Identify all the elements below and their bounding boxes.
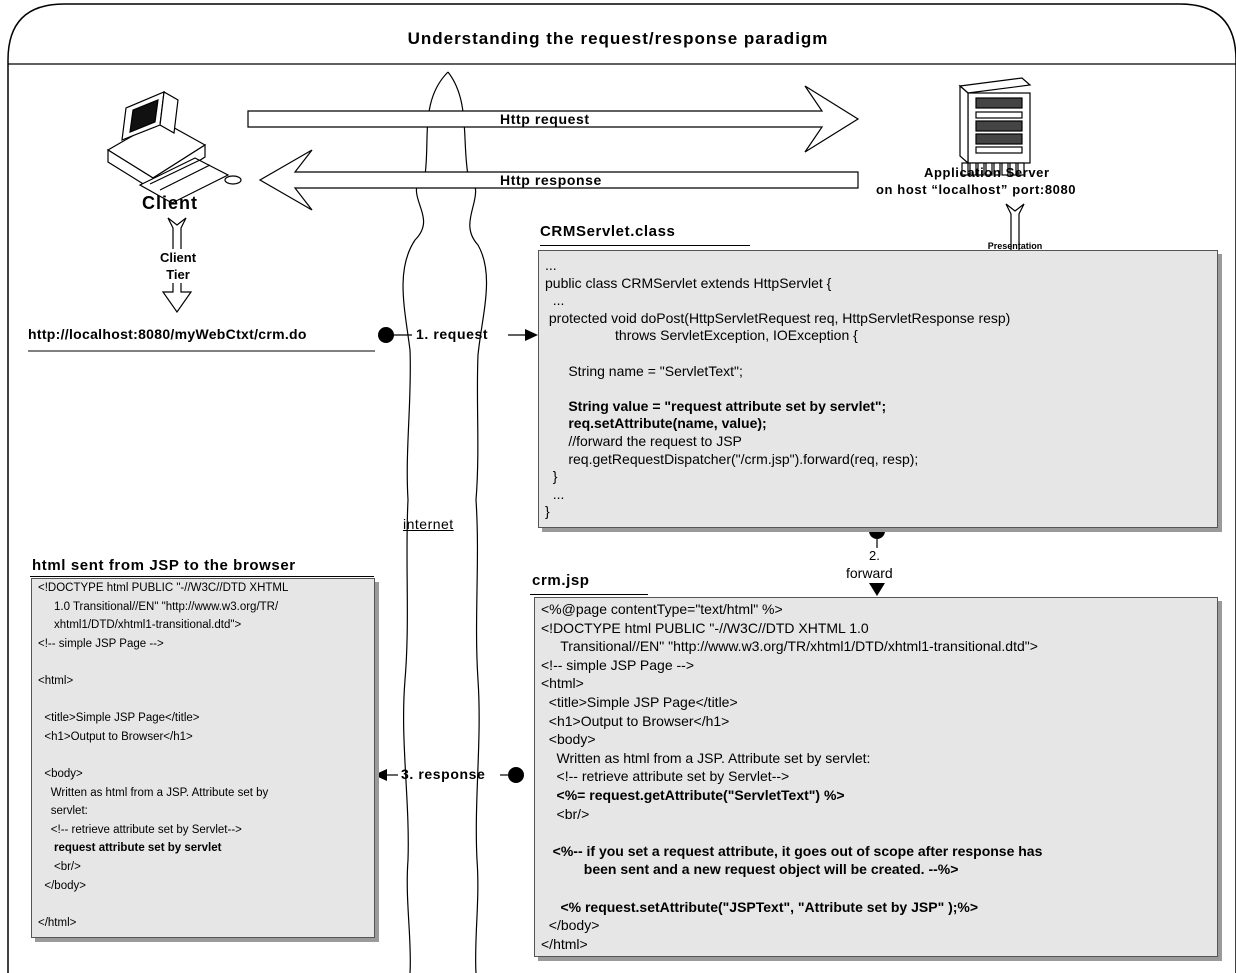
response-dot [508, 767, 524, 783]
code-line: <%@page contentType="text/html" %> [541, 601, 783, 617]
code-line: String name = "ServletText"; [545, 362, 743, 379]
code-line: <html> [541, 675, 584, 692]
servlet-code-box: ...public class CRMServlet extends HttpS… [538, 250, 1218, 528]
code-line: req.setAttribute(name, value); [545, 415, 767, 432]
code-line: <%-- if you set a request attribute, it … [541, 842, 1043, 859]
code-line: ... [545, 485, 565, 502]
code-line: public class CRMServlet extends HttpServ… [545, 274, 832, 291]
jsp-header: crm.jsp [532, 572, 590, 589]
code-line: request attribute set by servlet [38, 842, 222, 855]
code-line: 1.0 Transitional//EN" "http://www.w3.org… [38, 600, 279, 613]
request-arrowhead [525, 329, 538, 341]
code-line: <!-- retrieve attribute set by Servlet--… [541, 768, 790, 785]
code-line: <body> [38, 768, 83, 780]
code-line: Transitional//EN" "http://www.w3.org/TR/… [541, 638, 1038, 655]
diagram-title: Understanding the request/response parad… [407, 29, 829, 48]
code-line: </body> [541, 917, 600, 934]
code-line: ... [545, 257, 557, 273]
code-line: throws ServletException, IOException { [545, 327, 858, 344]
code-line: <!-- simple JSP Page --> [541, 656, 695, 673]
step-response-label: 3. response [401, 766, 486, 782]
forward-arrowhead [869, 583, 885, 596]
code-line: //forward the request to JSP [545, 433, 742, 449]
code-line: <!-- retrieve attribute set by Servlet--… [38, 823, 242, 836]
internet-cloud [402, 71, 488, 973]
code-line: <h1>Output to Browser</h1> [541, 712, 730, 729]
servlet-header: CRMServlet.class [540, 223, 676, 240]
code-line: xhtml1/DTD/xhtml1-transitional.dtd"> [38, 619, 242, 632]
http-response-arrow [258, 149, 859, 211]
code-line: <% request.setAttribute("JSPText", "Attr… [541, 898, 979, 915]
outer-frame [7, 3, 1236, 973]
code-line: <body> [541, 731, 596, 748]
code-line: <h1>Output to Browser</h1> [38, 730, 193, 743]
jsp-header-underline [530, 594, 648, 595]
step-request-label: 1. request [416, 326, 489, 342]
response-arrowhead [374, 769, 387, 781]
code-line: <br/> [38, 861, 81, 873]
html-output-code-box: <!DOCTYPE html PUBLIC "-//W3C//DTD XHTML… [31, 578, 375, 938]
servlet-header-underline [540, 245, 750, 246]
code-line: <title>Simple JSP Page</title> [38, 712, 200, 725]
code-line: Written as html from a JSP. Attribute se… [541, 749, 871, 766]
code-line: <html> [38, 675, 74, 687]
http-response-label: Http response [500, 172, 602, 188]
step-forward-label: forward [846, 565, 893, 581]
server-icon [958, 77, 1032, 176]
client-tier-label: Client Tier [130, 249, 226, 283]
code-line: ... [545, 292, 565, 309]
request-url: http://localhost:8080/myWebCtxt/crm.do [28, 326, 307, 342]
request-dot [378, 327, 394, 343]
client-computer-icon [106, 91, 242, 204]
code-line: } [545, 468, 558, 485]
code-line: </html> [38, 916, 77, 929]
code-line: </body> [38, 879, 86, 892]
client-label: Client [142, 193, 199, 213]
code-line: <!-- simple JSP Page --> [38, 637, 164, 650]
server-label: Application Server [924, 165, 1050, 180]
code-line: been sent and a new request object will … [541, 861, 959, 878]
http-request-arrow [247, 85, 860, 153]
code-line: <%= request.getAttribute("ServletText") … [541, 787, 845, 803]
http-request-label: Http request [500, 111, 590, 127]
code-line: String value = "request attribute set by… [545, 397, 887, 414]
code-line: <!DOCTYPE html PUBLIC "-//W3C//DTD XHTML [38, 582, 289, 594]
code-line: <!DOCTYPE html PUBLIC "-//W3C//DTD XHTML… [541, 619, 869, 636]
internet-label: internet [403, 516, 454, 532]
step-forward-number: 2. [869, 548, 880, 563]
server-location-label: on host “localhost” port:8080 [876, 182, 1077, 197]
jsp-code-box: <%@page contentType="text/html" %> <!DOCT… [534, 597, 1218, 957]
html-output-header: html sent from JSP to the browser [32, 557, 296, 574]
code-line: <br/> [541, 805, 590, 822]
code-line: req.getRequestDispatcher("/crm.jsp").for… [545, 450, 919, 467]
code-line: } [545, 503, 550, 520]
code-line: <title>Simple JSP Page</title> [541, 694, 738, 710]
code-line: Written as html from a JSP. Attribute se… [38, 786, 269, 799]
code-line: servlet: [38, 805, 88, 818]
code-line: protected void doPost(HttpServletRequest… [545, 309, 1011, 326]
code-line: </html> [541, 935, 588, 952]
html-output-header-underline [30, 576, 374, 577]
